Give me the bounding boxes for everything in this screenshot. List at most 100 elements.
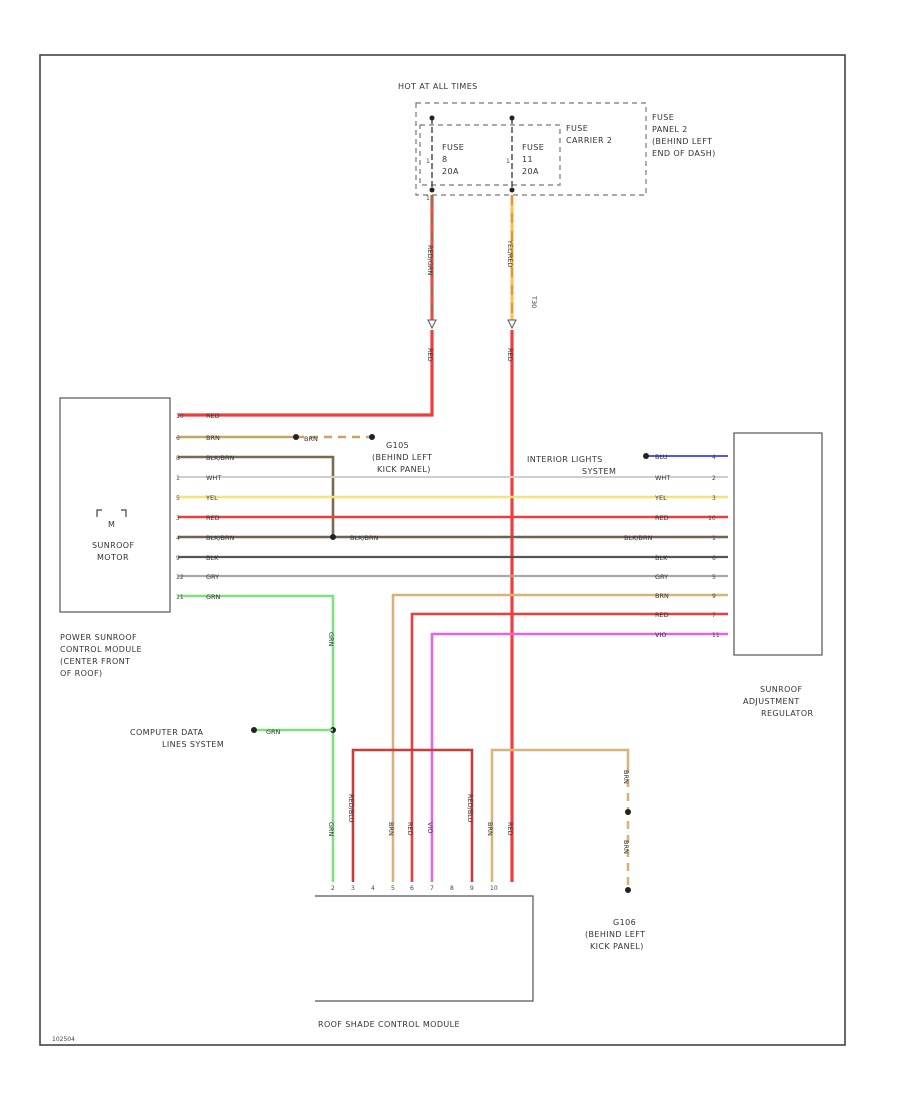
wire-brn-reg xyxy=(391,593,728,882)
shade-wire-label: BRN xyxy=(387,822,395,836)
shade-module-box xyxy=(315,895,534,1002)
fuse-11-pin-top: 1 xyxy=(506,158,510,165)
wire-grn-vertical-label: GRN xyxy=(327,632,335,647)
fuse-panel: HOT AT ALL TIMES 1 1 FUSE 8 20A 1 FUSE 1… xyxy=(398,82,715,202)
shade-pin: 10 xyxy=(490,885,498,892)
connector-left xyxy=(427,319,437,330)
shade-wire-label: VIO xyxy=(426,822,434,833)
regulator-pin: 10 xyxy=(708,515,716,522)
shade-pin: 2 xyxy=(331,885,335,892)
regulator-pin: 2 xyxy=(712,475,716,482)
regulator-wire-label: RED xyxy=(655,514,669,522)
motor-wire-label: BLK/BRN xyxy=(206,454,235,462)
regulator-wire-label: BLK/BRN xyxy=(624,534,653,542)
regulator-pin: 3 xyxy=(712,495,716,502)
motor-name-line2: MOTOR xyxy=(97,553,129,562)
motor-caption-line2: CONTROL MODULE xyxy=(60,645,142,654)
hot-at-all-times-label: HOT AT ALL TIMES xyxy=(398,82,478,91)
fuse-11-rating: 20A xyxy=(522,167,539,176)
motor-caption-line1: POWER SUNROOF xyxy=(60,633,137,642)
motor-wire-label: BLK xyxy=(206,554,219,562)
shade-pin: 8 xyxy=(450,885,454,892)
motor-wire-label: RED xyxy=(206,412,220,420)
ground-bottom-line2: KICK PANEL) xyxy=(590,942,644,951)
roof-shade-control-module: ROOF SHADE CONTROL MODULE 2 3 4 5 6 7 8 … xyxy=(315,794,534,1029)
motor-pin: 3 xyxy=(176,515,180,522)
shade-pin: 6 xyxy=(410,885,414,892)
sunroof-motor-module: M SUNROOF MOTOR POWER SUNROOF CONTROL MO… xyxy=(59,397,171,678)
wire-brn-g106 xyxy=(490,748,630,882)
wire-grn xyxy=(178,594,335,882)
regulator-wire-label: VIO xyxy=(655,631,666,639)
regulator-box xyxy=(733,432,823,656)
feed-right-tag: T30 xyxy=(530,295,538,308)
fuse-8-pin-top: 1 xyxy=(426,158,430,165)
fuse-panel-line2: PANEL 2 xyxy=(652,125,688,134)
blkbrn-splice xyxy=(330,534,336,540)
fuse-8-pin-bottom: 1 xyxy=(426,195,430,202)
motor-symbol: M xyxy=(108,520,115,529)
motor-pin: 12 xyxy=(176,574,184,581)
computer-data-wire-label: GRN xyxy=(266,728,281,736)
motor-pin: 5 xyxy=(176,495,180,502)
regulator-pin: 4 xyxy=(712,454,716,461)
wire-blkbrn-pin8 xyxy=(178,455,335,537)
motor-pin: 10 xyxy=(176,413,184,420)
motor-wire-label: GRN xyxy=(206,593,221,601)
motor-wire-label: RED xyxy=(206,514,220,522)
ground-top-id: G105 xyxy=(386,441,409,450)
fuse-carrier-line2: CARRIER 2 xyxy=(566,136,612,145)
motor-wire-label: BLK/BRN xyxy=(206,534,235,542)
feed-right-upper-label: YEL/RED xyxy=(506,239,514,268)
motor-pin-labels: 10 RED 6 BRN 8 BLK/BRN 1 WHT 5 YEL 3 RED… xyxy=(176,412,235,601)
ground-bottom-wire-lower: BRN xyxy=(622,840,630,854)
fuse-panel-outline xyxy=(415,102,647,196)
harness-wires: BRN G105 (BEHIND LEFT KICK PANEL) BLK/BR… xyxy=(130,434,728,951)
shade-wire-label: RED/BLU xyxy=(347,794,355,823)
feed-right-lower-label: RED xyxy=(506,348,514,362)
motor-bracket-icon xyxy=(96,509,127,517)
interior-lights-line2: SYSTEM xyxy=(582,467,616,476)
regulator-pin: 11 xyxy=(712,632,720,639)
feed-left-upper-label: RED/GRN xyxy=(426,245,434,275)
regulator-wire-label: RED xyxy=(655,611,669,619)
fuse-carrier-line1: FUSE xyxy=(566,124,588,133)
regulator-pin-labels: BLU 4 WHT 2 YEL 3 RED 10 BLK/BRN 1 BLK 6… xyxy=(624,453,720,639)
connector-right xyxy=(507,319,517,330)
regulator-wire-label: WHT xyxy=(655,474,670,482)
feed-left-lower-label: RED xyxy=(426,348,434,362)
ground-bottom-line1: (BEHIND LEFT xyxy=(585,930,645,939)
computer-data-arrow-icon xyxy=(251,727,257,733)
motor-wire-label: GRY xyxy=(206,573,219,581)
ground-top-wire-label: BRN xyxy=(304,435,318,443)
shade-wire-label: RED/BLU xyxy=(466,794,474,823)
motor-caption-line3: (CENTER FRONT xyxy=(60,657,130,666)
figure-id: 102504 xyxy=(52,1036,75,1043)
fuse-panel-line1: FUSE xyxy=(652,113,674,122)
wire-red-reg xyxy=(410,612,728,882)
regulator-wire-label: BRN xyxy=(655,592,669,600)
shade-pin: 9 xyxy=(470,885,474,892)
regulator-name-line2: ADJUSTMENT xyxy=(743,697,800,706)
motor-wire-label: YEL xyxy=(205,494,218,502)
motor-pin: 11 xyxy=(176,594,184,601)
shade-pin: 3 xyxy=(351,885,355,892)
interior-lights-arrow-icon xyxy=(643,453,649,459)
regulator-pin: 9 xyxy=(712,593,716,600)
shade-wire-label: RED xyxy=(506,822,514,836)
regulator-pin: 5 xyxy=(712,574,716,581)
fuse-8-rating: 20A xyxy=(442,167,459,176)
sunroof-adjustment-regulator: SUNROOF ADJUSTMENT REGULATOR xyxy=(733,432,823,718)
regulator-wire-label: GRY xyxy=(655,573,668,581)
ground-bottom-wire-upper: BRN xyxy=(622,770,630,784)
shade-pin: 4 xyxy=(371,885,375,892)
motor-wire-label: BRN xyxy=(206,434,220,442)
sunroof-motor-box xyxy=(59,397,171,613)
motor-pin: 1 xyxy=(176,475,180,482)
feed-wires: RED/GRN RED YEL/RED T30 RED xyxy=(178,195,538,882)
fuse-carrier-outline xyxy=(419,124,561,186)
fuse-11-label: FUSE xyxy=(522,143,544,152)
ground-top-line2: KICK PANEL) xyxy=(377,465,431,474)
wire-redblu-loop xyxy=(351,748,474,882)
fuse-8-number: 8 xyxy=(442,155,448,164)
